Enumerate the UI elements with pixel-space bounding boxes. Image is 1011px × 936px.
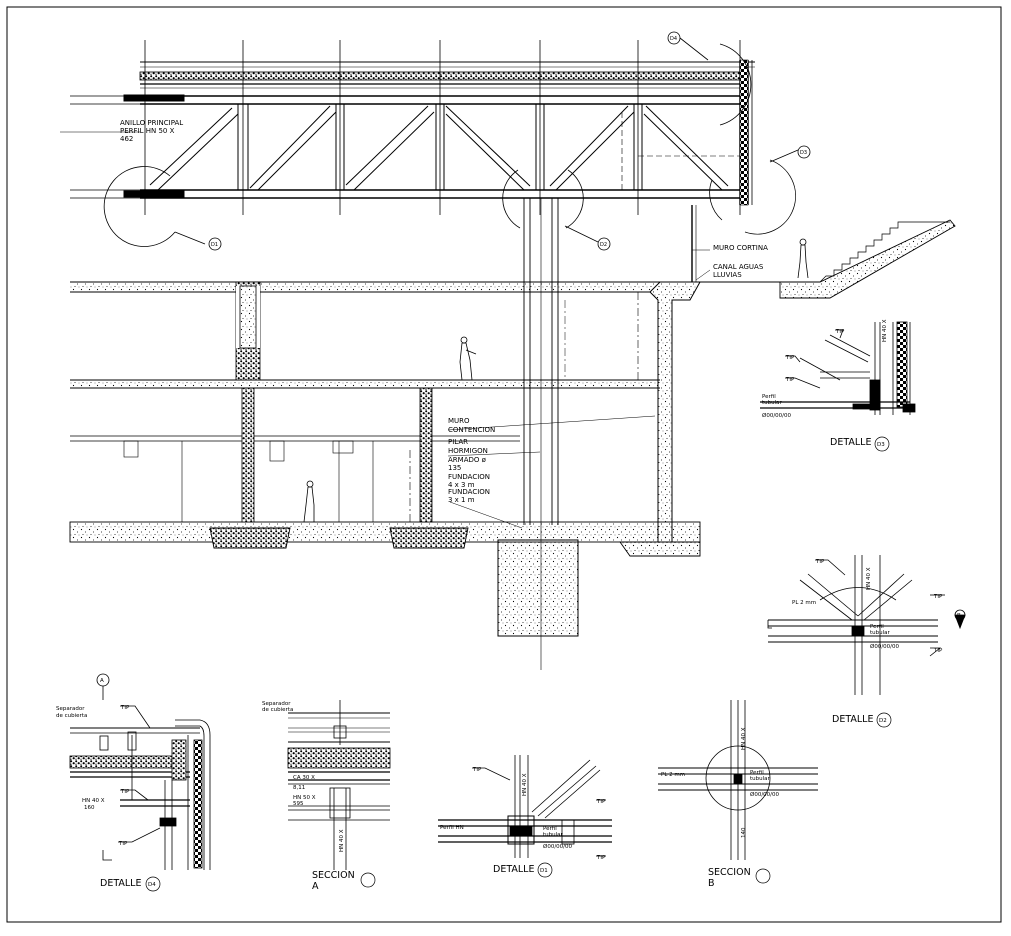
sa-separador-2: de cubierta — [262, 707, 293, 713]
d3-tubular: tubular — [762, 400, 783, 406]
seccion-a-title: SECCION — [312, 870, 355, 881]
human-figures — [303, 238, 809, 523]
muro-contencion-label: MURO — [448, 417, 470, 425]
d4-hn-2: 160 — [84, 805, 95, 811]
callout-d1: D1 — [211, 242, 218, 248]
d3-tip-2: TIP — [785, 355, 795, 361]
d3-code: Ø00/00/00 — [762, 412, 792, 419]
seccion-b-letter: B — [708, 878, 715, 889]
detalle-d3-title: DETALLE — [830, 437, 871, 448]
d3-hn: HN 40 X — [882, 319, 888, 342]
sa-ca-2: 8,11 — [293, 785, 305, 791]
roof-truss — [70, 40, 755, 670]
d2-pl: PL 2 mm — [792, 600, 816, 606]
d3-perfil: Perfil — [762, 394, 776, 400]
sa-hn-2: 595 — [293, 801, 304, 807]
fundacion-1-label: FUNDACION — [448, 473, 490, 481]
d1-tubular: tubular — [543, 832, 564, 838]
pilar-label-4: 135 — [448, 464, 461, 472]
sb-pl: PL 2 mm — [661, 772, 685, 778]
detalle-d2-title: DETALLE — [832, 714, 873, 725]
detalle-d2-num: D2 — [879, 718, 887, 724]
detail-d2 — [767, 555, 966, 695]
callout-d3: D3 — [800, 150, 807, 156]
section-labels: ANILLO PRINCIPAL PERFIL HN 50 X 462 MURO… — [120, 119, 768, 504]
d4-tip-3: TIP — [118, 841, 128, 847]
seccion-a-letter: A — [312, 881, 319, 892]
d1-hn: HN 40 X — [522, 773, 528, 796]
d3-tip-3: TIP — [785, 377, 795, 383]
detail-d3 — [760, 321, 916, 415]
sheet-border — [6, 6, 1002, 923]
muro-cortina-label: MURO CORTINA — [713, 244, 768, 252]
sb-hn: HN 40 X — [741, 727, 747, 750]
seccion-b-title: SECCION — [708, 867, 751, 878]
canal-label: CANAL AGUAS — [713, 263, 764, 271]
d1-perfil-hn: Perfil HN — [440, 825, 464, 831]
d4-tip-2: TIP — [120, 789, 130, 795]
detail-d1 — [438, 755, 612, 858]
building-section — [60, 131, 956, 637]
d2-tip-2: TIP — [933, 594, 943, 600]
section-a — [287, 700, 391, 870]
anillo-label: ANILLO PRINCIPAL — [120, 119, 183, 127]
sb-code: Ø00/00/00 — [750, 791, 780, 798]
sa-ca: CA 30 X — [293, 775, 315, 781]
d2-tip-3: TIP — [933, 648, 943, 654]
canal-label-2: LLUVIAS — [713, 271, 742, 279]
d2-tubular: tubular — [870, 630, 891, 636]
d1-code: Ø00/00/00 — [543, 843, 573, 850]
detalle-d4-num: D4 — [148, 882, 156, 888]
sb-hn-2: 140 — [741, 827, 747, 838]
d2-hn: HN 40 X — [866, 567, 872, 590]
detalle-d1-num: D1 — [540, 868, 548, 874]
d2-tip-1: TIP — [815, 559, 825, 565]
pilar-label-2: HORMIGON — [448, 447, 488, 455]
anillo-label-3: 462 — [120, 135, 133, 143]
section-b — [658, 700, 818, 860]
fundacion-1-label-2: 4 x 3 m — [448, 481, 475, 489]
fundacion-2-label: FUNDACION — [448, 488, 490, 496]
d4-separador-2: de cubierta — [56, 713, 87, 719]
detalle-d1-title: DETALLE — [493, 864, 534, 875]
sa-separador: Separador — [262, 701, 291, 707]
d1-tip-3: TIP — [596, 855, 606, 861]
d4-section-mark: A — [100, 678, 104, 684]
d4-hn: HN 40 X — [82, 798, 105, 804]
d4-tip-1: TIP — [120, 705, 130, 711]
d2-code: Ø00/00/00 — [870, 643, 900, 650]
sb-perfil: Perfil — [750, 770, 764, 776]
callout-numbers: D4 D3 D1 D2 — [211, 36, 807, 248]
anillo-label-2: PERFIL HN 50 X — [120, 127, 175, 135]
callout-d2: D2 — [600, 242, 607, 248]
detalle-d3-num: D3 — [877, 442, 885, 448]
sb-tubular: tubular — [750, 776, 771, 782]
d3-tip-1: TIP — [835, 329, 845, 335]
d1-perfil: Perfil — [543, 826, 557, 832]
d2-section-mark: B — [957, 613, 961, 619]
d4-separador: Separador — [56, 706, 85, 712]
sa-hn-3: HN 40 X — [339, 829, 345, 852]
d2-perfil: Perfil — [870, 624, 884, 630]
pilar-label-3: ARMADO ø — [448, 456, 487, 464]
sa-hn: HN 50 X — [293, 795, 316, 801]
muro-contencion-label-2: CONTENCION — [448, 426, 495, 434]
detail-callouts — [103, 31, 811, 251]
d1-tip-2: TIP — [596, 799, 606, 805]
d1-tip-1: TIP — [472, 767, 482, 773]
callout-d4: D4 — [670, 36, 677, 42]
fundacion-2-label-2: 3 x 1 m — [448, 496, 475, 504]
detalle-d4-title: DETALLE — [100, 878, 141, 889]
detail-d4 — [69, 673, 211, 870]
pilar-label: PILAR — [448, 438, 468, 446]
